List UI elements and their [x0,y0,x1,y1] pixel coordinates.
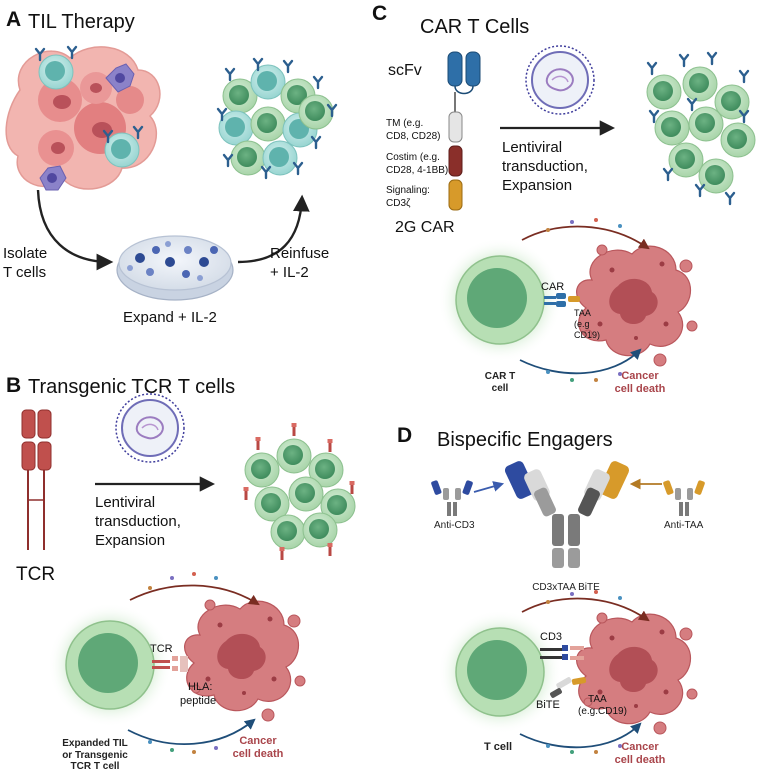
scfv-label: scFv [388,62,422,79]
panel-c-title: CAR T Cells [420,16,529,38]
panel-a-letter: A [6,8,21,31]
tm-label-1: TM (e.g. [386,118,423,129]
tumor-with-tils [5,45,161,191]
panel-b: B Transgenic TCR T cells TCR Lentiviral … [6,374,356,769]
reinfuse-label-2: + IL-2 [270,264,309,281]
lenti-label-b-3: Expansion [95,532,165,549]
hla-label-2: peptide [180,695,216,707]
panel-a-title: TIL Therapy [28,11,135,33]
signal-label-1: Signaling: [386,185,430,196]
bite-label: BiTE [536,699,560,711]
anti-cd3-arrow [473,481,505,493]
tcell-label-b-2: or Transgenic [62,750,128,761]
isolate-label-1: Isolate [3,245,47,262]
costim-label-1: Costim (e.g. [386,152,440,163]
death-label-d-1: Cancer [621,741,659,753]
tcell-label-c-1: CAR T [485,371,516,382]
taa-label-c-1: TAA [574,308,591,318]
tcr-tcell-cluster [243,423,356,560]
death-label-d-2: cell death [615,754,666,766]
panel-c: C CAR T Cells scFv TM (e.g. CD8, CD28) C… [372,2,756,395]
anti-cd3-label: Anti-CD3 [434,520,475,531]
death-label-c-1: Cancer [621,370,659,382]
reinfuse-label-1: Reinfuse [270,245,329,262]
death-label-b-1: Cancer [239,735,277,747]
lenti-label-c-3: Expansion [502,177,572,194]
panel-d-letter: D [397,424,412,447]
synapse-d [438,590,698,754]
tcell-label-b-3: TCR T cell [71,761,120,769]
panel-c-letter: C [372,2,387,25]
taa-label-c-2: (e.g [574,319,590,329]
tcr-label: TCR [16,564,55,585]
taa-label-c-3: CD19) [574,330,600,340]
lentivirus-b [115,393,185,463]
panel-d-title: Bispecific Engagers [437,429,613,451]
reinfuse-arrow [237,194,310,264]
car-2g-label: 2G CAR [395,219,455,236]
tcr-structure [21,409,52,550]
petri-dish [116,235,234,301]
anti-taa-antibody [663,480,705,516]
bite-molecule [504,461,630,568]
lenti-label-b-2: transduction, [95,513,181,530]
expand-label: Expand + IL-2 [123,309,217,326]
anti-taa-label: Anti-TAA [664,520,704,531]
car-label: CAR [541,281,564,293]
costim-label-2: CD28, 4-1BB) [386,165,448,176]
anti-cd3-antibody [431,480,473,516]
lenti-label-c-1: Lentiviral [502,139,562,156]
cd3-label: CD3 [540,631,562,643]
tcell-label-d: T cell [484,741,512,753]
tcell-label-b-1: Expanded TIL [62,738,128,749]
expanded-til-cluster [216,57,338,180]
taa-label-d-2: (e.g.CD19) [578,706,627,717]
syn-tcr-label: TCR [150,643,173,655]
signal-label-2: CD3ζ [386,198,411,209]
synapse-b [48,572,306,754]
lenti-label-c-2: transduction, [502,158,588,175]
bite-name-label: CD3xTAA BiTE [532,582,600,593]
isolate-arrow [36,189,114,271]
car-structure [447,51,481,211]
isolate-label-2: T cells [3,264,46,281]
death-label-c-2: cell death [615,383,666,395]
panel-d: D Bispecific Engagers Anti-CD3 Anti-TAA [397,424,705,766]
panel-b-letter: B [6,374,21,397]
taa-label-d-1: TAA [588,694,607,705]
lenti-label-b-1: Lentiviral [95,494,155,511]
lentivirus-c [525,45,595,115]
tm-label-2: CD8, CD28) [386,131,440,142]
hla-label-1: HLA: [188,681,212,693]
death-label-b-2: cell death [233,748,284,760]
tcell-label-c-2: cell [492,383,509,394]
synapse-c [438,218,698,382]
panel-b-title: Transgenic TCR T cells [28,376,235,398]
panel-a: A TIL Therapy [3,8,338,326]
car-tcell-cluster [646,51,756,206]
